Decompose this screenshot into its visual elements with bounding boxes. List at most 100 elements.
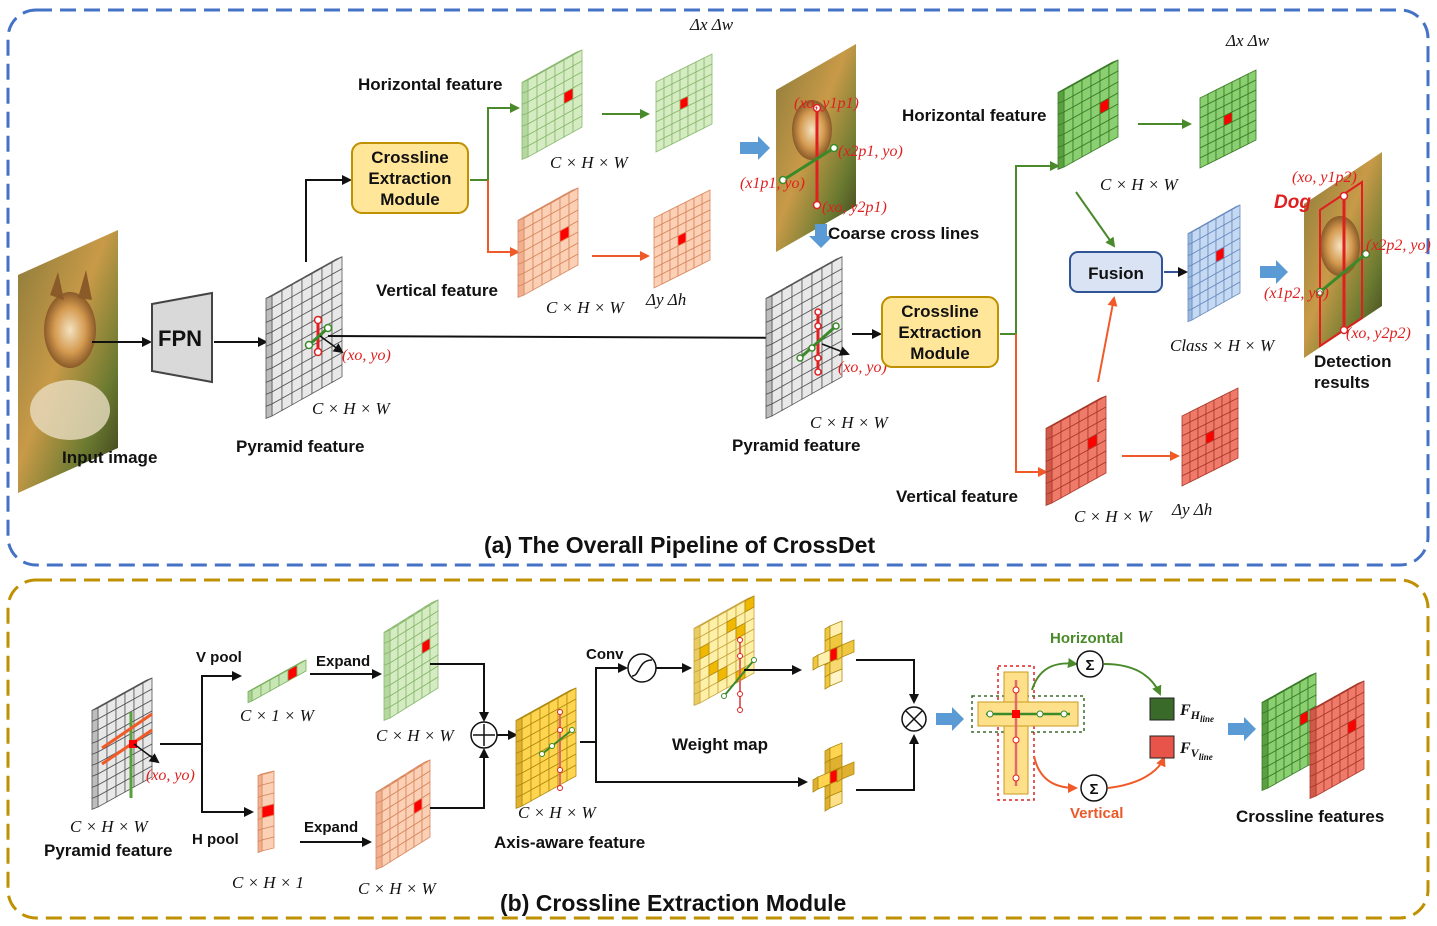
f-v-line-label: FVline [1179,740,1213,762]
arrow-pyramid-to-pyramid2 [327,332,814,343]
pyramid-2-crossline-marker [796,308,840,376]
vertical-offset-grid-2 [1181,387,1239,487]
sigmoid-icon [627,653,657,683]
pyramid-dims-2: C × H × W [810,413,890,432]
delta-yh-label-2: Δy Δh [1171,500,1212,519]
weight-map-crossline [721,637,757,713]
cem-box-1 [351,142,469,214]
blue-arrow-crossline [1228,717,1256,741]
delta-xw-label-2: Δx Δw [1225,31,1270,50]
arrow-blocks-top-to-mult [856,659,919,704]
coarse-image [776,44,856,252]
arrow-cem1-horizontal [470,103,520,181]
pyramid-crossline-marker [304,315,333,357]
vertical-offset-grid-1 [653,189,711,289]
sigma-h-circle [1076,650,1104,678]
arrow-pyramid-to-cem [305,175,352,262]
h-pooled-dims: C × H × 1 [232,873,304,892]
arrow-top-to-sum [430,663,489,722]
arrow-blocks-bot-to-mult [856,734,919,791]
crossline-feature-horizontal-grid [1261,672,1317,791]
center-point-label: (xo, yo) [342,347,391,364]
panel-a-frame [6,8,1430,567]
vertical-feature-dims-2: C × H × W [1074,507,1154,526]
detection-results-line-2: results [1314,373,1370,392]
sigma-v-label: Σ [1089,781,1098,798]
expanded-dims-bottom: C × H × W [358,879,438,898]
panel-a-title: (a) The Overall Pipeline of CrossDet [484,532,875,558]
panel-b-frame [6,578,1430,920]
arrow-to-hpool [201,744,254,817]
pyramid-feature-label-2: Pyramid feature [732,436,861,455]
horizontal-feature-label-1: Horizontal feature [358,75,503,94]
input-image-label: Input image [62,448,157,467]
panel-b-title: (b) Crossline Extraction Module [500,890,846,916]
fusion-label: Fusion [1088,264,1144,283]
sigma-v-circle [1080,774,1108,802]
feature-crossline-blocks [812,742,855,812]
weight-map-label: Weight map [672,735,768,754]
sum-operator [470,721,498,749]
cem-box-2-line-2: Extraction [898,323,981,342]
weight-crossline-blocks [812,620,855,690]
coarse-cross-lines-label: Coarse cross lines [828,224,979,243]
multiply-operator [901,706,927,732]
vertical-branch-label: Vertical [1070,805,1123,822]
cem-box-1-line-2: Extraction [368,169,451,188]
horizontal-feature-dims-1: C × H × W [550,153,630,172]
input-image [18,230,118,493]
vertical-feature-label-1: Vertical feature [376,281,498,300]
arrow-axis-to-conv [580,663,628,743]
vertical-feature-grid-2 [1045,395,1107,506]
coarse-point-top: (xo, y1p1) [794,95,859,112]
blue-arrow-detection [1260,260,1288,284]
arrow-pyr2-center [821,343,850,356]
delta-xw-label-1: Δx Δw [689,15,734,34]
expanded-feature-bottom [375,759,431,870]
vertical-feature-dims-1: C × H × W [546,298,626,317]
sigma-h-label: Σ [1085,657,1094,674]
module-pyramid-grid [91,677,153,810]
arrow-bottom-to-sum [430,748,489,809]
axis-aware-grid [515,687,577,809]
arrow-cem2-vertical [1015,334,1048,477]
horizontal-offset-grid-2 [1199,69,1257,169]
expanded-feature-top [383,599,439,721]
arrow-to-vpool [160,671,242,745]
cem-box-2-line-3: Module [910,344,970,363]
crossline-features-label: Crossline features [1236,807,1384,826]
v-pooled-feature [247,659,307,704]
horizontal-branch-label: Horizontal [1050,630,1123,647]
horizontal-feature-grid-2 [1057,59,1119,170]
vertical-feature-label-2: Vertical feature [896,487,1018,506]
cem-box-1-line-3: Module [380,190,440,209]
pyramid-feature-label: Pyramid feature [236,437,365,456]
class-dims: Class × H × W [1170,336,1276,355]
arrow-center-point [319,335,344,354]
axis-aware-crossline [539,709,575,791]
vertical-feature-grid-1 [517,187,579,298]
f-v-line-swatch [1149,735,1175,759]
axis-aware-label: Axis-aware feature [494,833,645,852]
module-center-point: (xo, yo) [146,767,195,784]
arrow-module-center [133,743,160,764]
v-pooled-dims: C × 1 × W [240,706,316,725]
fusion-box [1069,251,1163,293]
class-score-grid [1187,204,1241,323]
arrow-h2-to-fusion [1075,191,1116,248]
arrow-v2-to-fusion [1097,296,1118,383]
coarse-point-left: (x1p1, yo) [740,175,805,192]
dog-label: Dog [1274,192,1311,213]
blue-arrow-coarse [740,136,770,160]
horizontal-feature-grid-1 [521,49,583,160]
cem-box-2 [881,296,999,368]
expanded-dims-top: C × H × W [376,726,456,745]
arrow-cem2-horizontal [1000,161,1060,335]
axis-aware-dims: C × H × W [518,803,598,822]
expand-label-top: Expand [316,653,370,670]
h-pooled-feature [257,770,275,854]
detection-results-line-1: Detection [1314,352,1391,371]
detection-image [1304,152,1382,358]
module-pyramid-highlight [101,712,153,798]
coarse-point-right: (x2p1, yo) [838,143,903,160]
